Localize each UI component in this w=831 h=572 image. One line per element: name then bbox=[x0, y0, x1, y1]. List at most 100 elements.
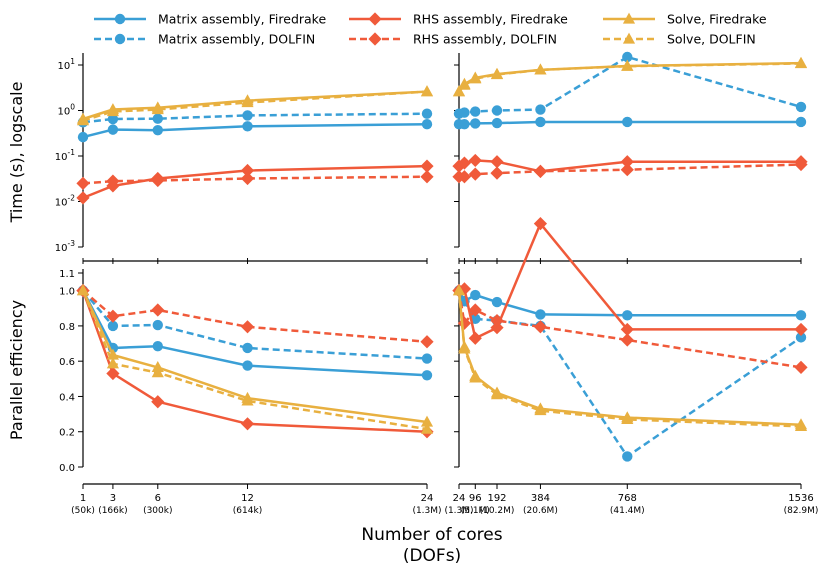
series-solve-dolfin bbox=[452, 57, 808, 97]
data-point bbox=[620, 155, 634, 169]
series-solve-firedrake bbox=[76, 284, 434, 427]
data-point bbox=[420, 415, 434, 427]
data-point bbox=[795, 310, 807, 321]
y-tick-label: 101 bbox=[57, 57, 75, 72]
series-matrix-assembly-dolfin bbox=[77, 285, 433, 364]
data-point bbox=[151, 366, 164, 378]
series-line bbox=[81, 290, 428, 377]
data-point bbox=[469, 72, 482, 84]
data-point bbox=[106, 174, 120, 188]
data-point bbox=[242, 360, 253, 371]
data-point bbox=[490, 321, 504, 335]
data-point bbox=[490, 155, 504, 169]
data-point bbox=[622, 116, 633, 128]
legend-item-solve-dolfin: Solve, DOLFIN bbox=[603, 32, 756, 47]
data-point bbox=[490, 68, 504, 80]
data-point bbox=[621, 59, 634, 71]
x-tick-label: 24 bbox=[421, 493, 434, 504]
series-rhs-assembly-dolfin bbox=[452, 157, 808, 184]
series-line bbox=[82, 289, 428, 344]
data-point bbox=[470, 118, 481, 129]
series-rhs-assembly-dolfin bbox=[452, 284, 808, 374]
series-matrix-assembly-firedrake bbox=[453, 116, 807, 130]
series-line bbox=[82, 164, 428, 200]
y-axis-label: Time (s), logscale bbox=[7, 82, 26, 224]
y-tick-label: 10-1 bbox=[55, 148, 75, 163]
data-point bbox=[620, 163, 634, 177]
data-point bbox=[491, 296, 503, 308]
data-point bbox=[533, 164, 548, 178]
data-point bbox=[152, 124, 163, 136]
legend-label: Matrix assembly, DOLFIN bbox=[158, 32, 315, 47]
y-tick-label: 1.1 bbox=[59, 269, 75, 280]
data-point bbox=[151, 395, 165, 409]
data-point bbox=[420, 85, 434, 97]
y-tick-label: 0.2 bbox=[59, 428, 75, 439]
data-point bbox=[421, 370, 433, 381]
data-point bbox=[107, 124, 119, 135]
data-point bbox=[420, 422, 434, 434]
legend-item-matrix-assembly-firedrake: Matrix assembly, Firedrake bbox=[94, 12, 326, 27]
data-point bbox=[152, 319, 163, 331]
data-point bbox=[76, 191, 90, 205]
data-point bbox=[795, 332, 807, 343]
y-axis-label: Parallel efficiency bbox=[7, 300, 26, 440]
panel-top-right bbox=[452, 51, 808, 264]
series-rhs-assembly-dolfin bbox=[76, 284, 434, 349]
data-point bbox=[459, 119, 470, 130]
data-point bbox=[152, 113, 163, 124]
data-point bbox=[620, 322, 634, 337]
legend-marker bbox=[368, 32, 382, 46]
legend-marker bbox=[114, 33, 126, 45]
data-point bbox=[457, 316, 472, 330]
legend-item-matrix-assembly-dolfin: Matrix assembly, DOLFIN bbox=[94, 32, 315, 47]
x-tick-sublabel: (10.2M) bbox=[480, 506, 515, 516]
data-point bbox=[241, 96, 254, 108]
series-rhs-assembly-dolfin bbox=[76, 170, 434, 190]
data-point bbox=[490, 388, 504, 400]
legend-label: RHS assembly, DOLFIN bbox=[413, 32, 557, 47]
data-point bbox=[241, 394, 254, 406]
x-tick-label: 768 bbox=[618, 493, 637, 504]
data-point bbox=[106, 357, 119, 369]
data-point bbox=[795, 116, 807, 128]
x-tick-sublabel: (1.3M) bbox=[444, 506, 473, 516]
x-tick-label: 3 bbox=[110, 493, 116, 504]
data-point bbox=[76, 284, 90, 296]
series-rhs-assembly-firedrake bbox=[452, 217, 808, 345]
data-point bbox=[107, 320, 119, 332]
data-point bbox=[470, 106, 481, 117]
data-point bbox=[76, 114, 90, 126]
x-axis-label-line1: Number of cores bbox=[361, 525, 502, 545]
legend-item-rhs-assembly-firedrake: RHS assembly, Firedrake bbox=[349, 12, 568, 27]
data-point bbox=[240, 417, 255, 431]
series-matrix-assembly-dolfin bbox=[453, 51, 807, 119]
y-tick-label: 0.6 bbox=[59, 357, 75, 368]
data-point bbox=[420, 159, 434, 173]
data-point bbox=[621, 412, 634, 424]
series-line bbox=[82, 175, 428, 185]
data-point bbox=[794, 420, 808, 432]
x-tick-sublabel: (50k) bbox=[71, 506, 95, 516]
panel-bottom-right: 24(1.3M)96(5.1M)192(10.2M)384(20.6M)768(… bbox=[444, 217, 818, 516]
data-point bbox=[152, 340, 163, 352]
data-point bbox=[458, 78, 471, 90]
data-point bbox=[452, 284, 466, 296]
data-point bbox=[240, 171, 255, 186]
data-point bbox=[468, 167, 482, 181]
x-tick-label: 24 bbox=[453, 493, 466, 504]
data-point bbox=[457, 170, 472, 184]
data-point bbox=[452, 85, 466, 97]
data-point bbox=[151, 173, 165, 188]
data-point bbox=[242, 342, 253, 354]
legend-item-rhs-assembly-dolfin: RHS assembly, DOLFIN bbox=[349, 32, 557, 47]
data-point bbox=[107, 113, 119, 125]
series-line bbox=[457, 290, 802, 426]
y-tick-label: 0.0 bbox=[59, 463, 75, 474]
series-line bbox=[82, 122, 428, 139]
data-point bbox=[795, 101, 807, 113]
data-point bbox=[794, 360, 808, 374]
series-solve-dolfin bbox=[452, 284, 808, 432]
